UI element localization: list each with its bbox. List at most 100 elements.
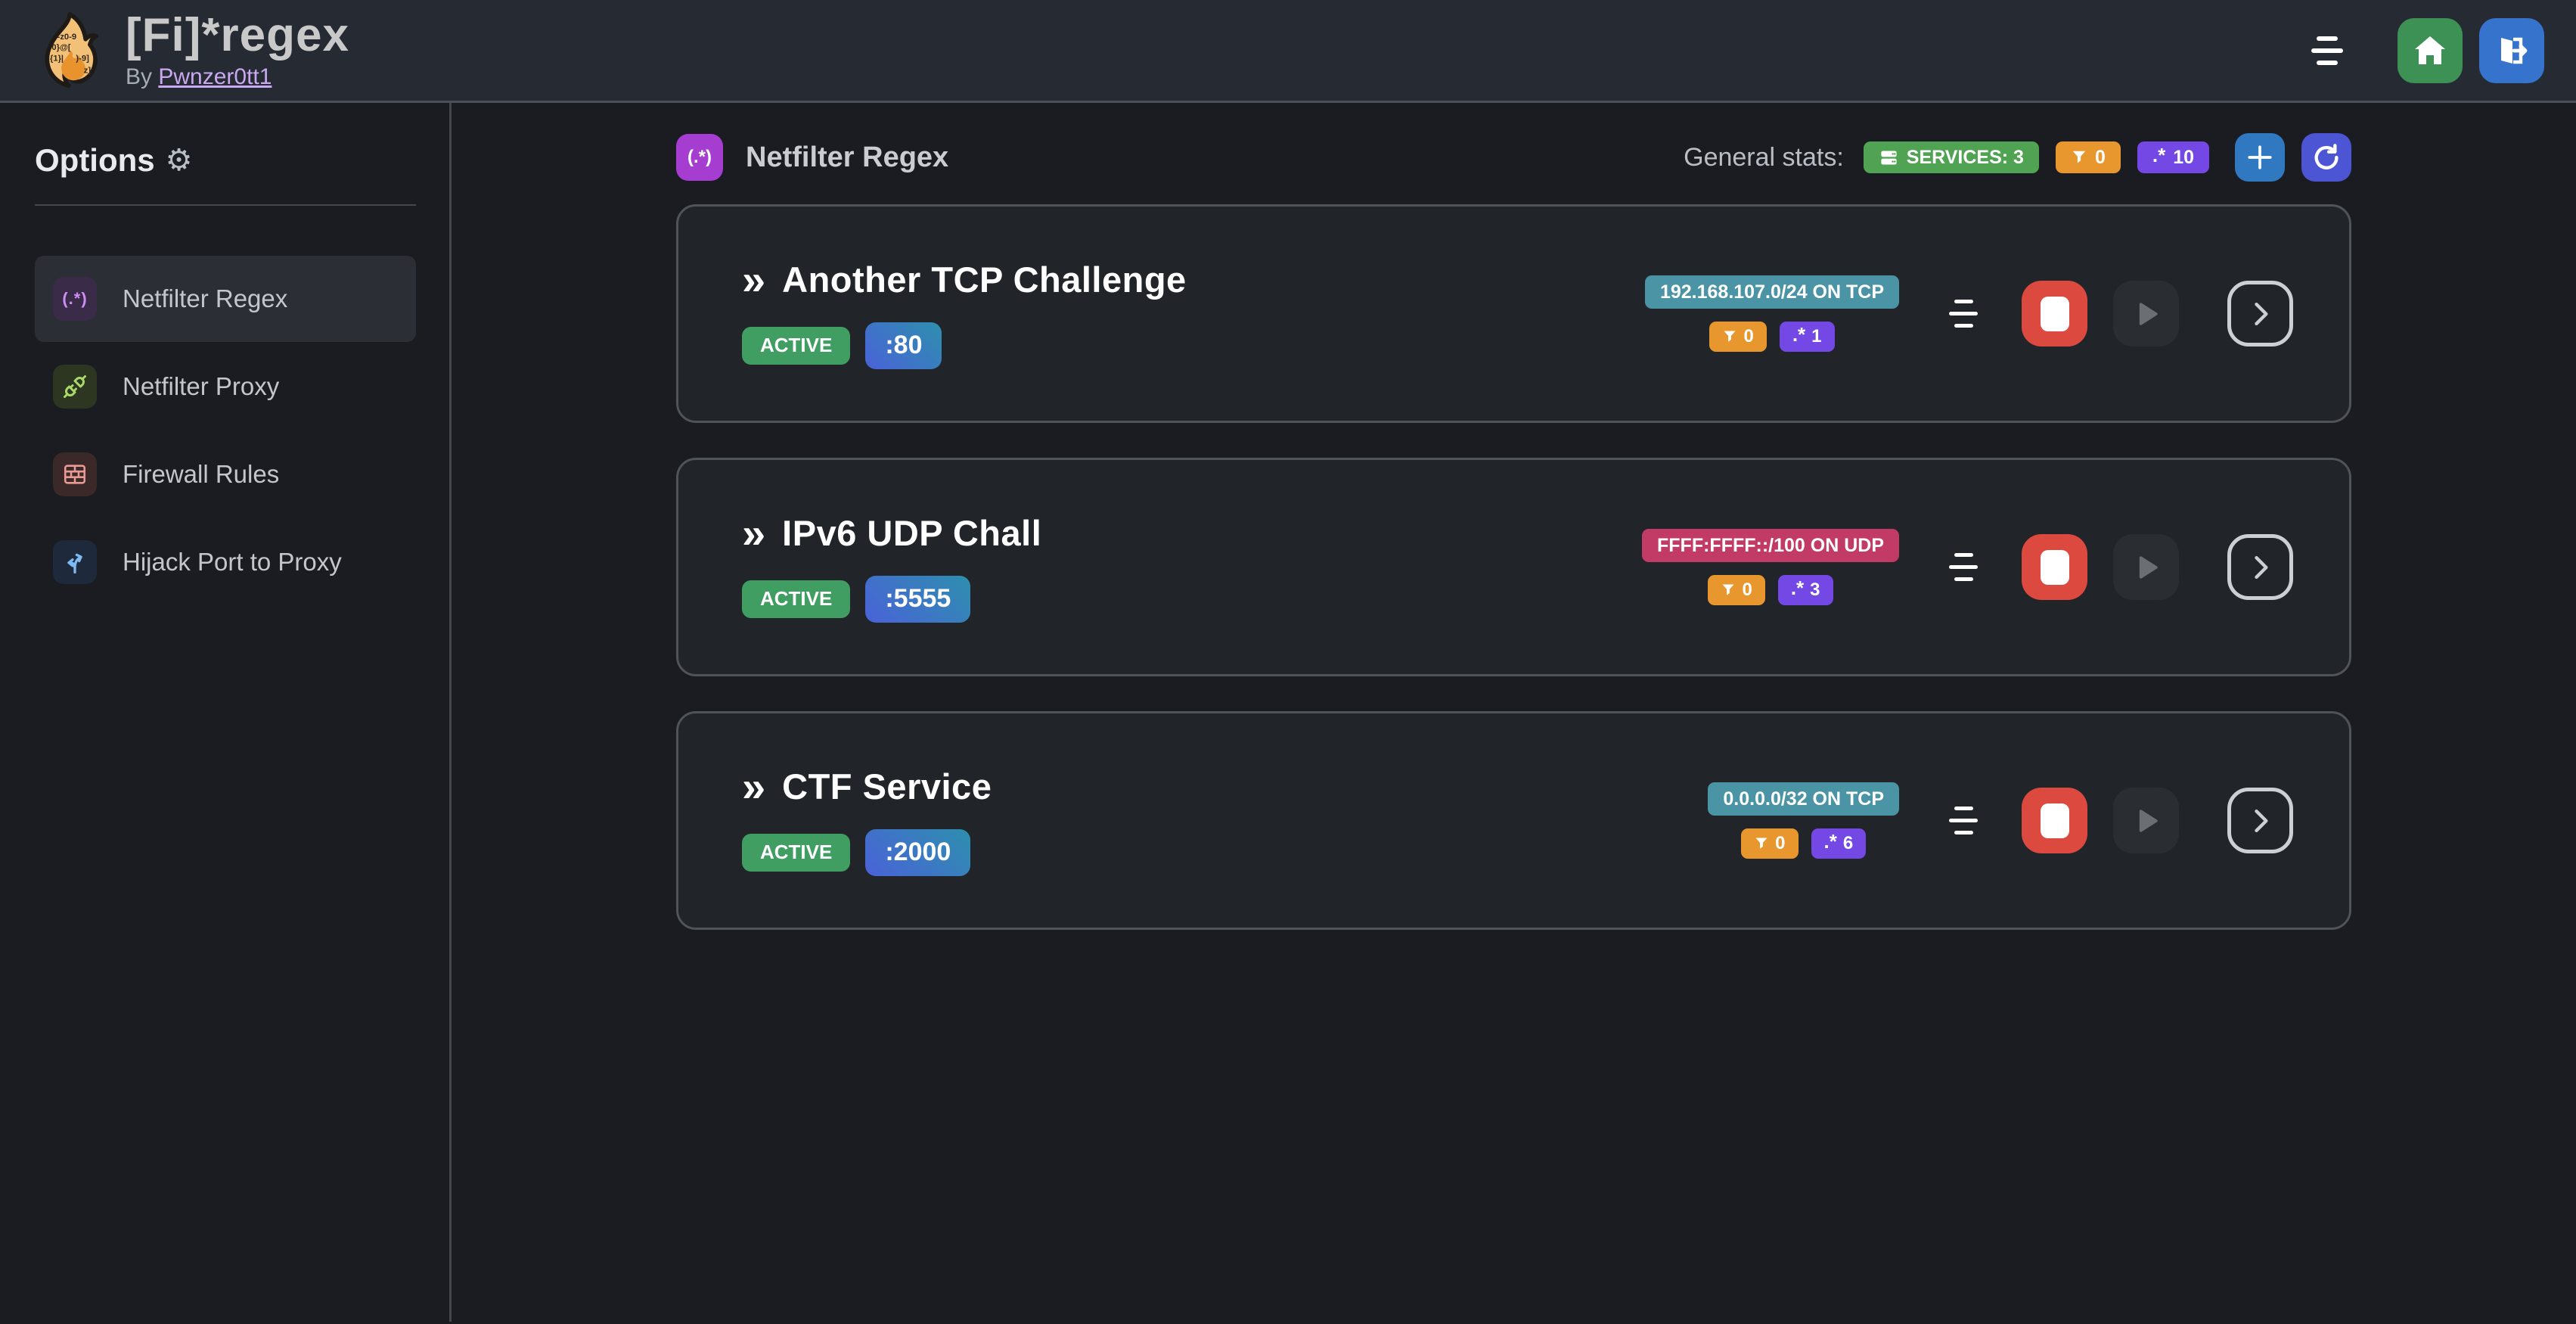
sidebar-item-label: Firewall Rules [123,460,280,488]
filter-icon [1722,584,1734,595]
regex-dotstar-icon: .* [2152,144,2166,167]
regex-total-badge: .* 10 [2137,141,2209,173]
play-icon [2139,555,2158,579]
plug-connected-icon [53,365,97,409]
byline-prefix: By [126,64,153,90]
svg-text:{1}|: {1}| [50,54,64,63]
status-badge: ACTIVE [742,326,851,365]
service-card: » IPv6 UDP Chall ACTIVE :5555 FFFF:FFFF:… [676,458,2351,676]
page-body: Options ⚙ (.*) Netfilter Regex Netfilter… [0,103,2576,1322]
app-title-block: [Fi]*regex By Pwnzer0tt1 [126,11,349,90]
regex-dotstar-icon: .* [1790,577,1805,600]
start-service-button[interactable] [2113,281,2179,347]
gear-icon: ⚙ [165,143,193,178]
service-name: CTF Service [782,766,992,807]
chevron-right-icon [2254,302,2268,325]
address-badge: FFFF:FFFF::/100 ON UDP [1642,529,1899,562]
refresh-button[interactable] [2301,133,2351,182]
open-service-button[interactable] [2227,534,2293,600]
filtered-badge: 0 [1741,828,1799,859]
sidebar-item-hijack-port[interactable]: Hijack Port to Proxy [35,519,416,605]
filter-icon [1755,838,1768,849]
stop-service-button[interactable] [2022,534,2087,600]
stop-icon [2040,549,2069,585]
service-card: » Another TCP Challenge ACTIVE :80 192.1… [676,204,2351,423]
regex-section-icon: (.*) [676,134,723,181]
server-icon [1881,151,1897,164]
regex-dotstar-icon: .* [1792,323,1806,347]
address-badge: 0.0.0.0/32 ON TCP [1708,782,1899,816]
stop-icon [2040,296,2069,331]
refresh-icon [2314,144,2339,169]
play-icon [2139,809,2158,832]
play-icon [2139,302,2158,325]
top-header-bar: -z0-9 0}@[ {1}| )-9] z] [Fi]*regex By Pw… [0,0,2576,103]
app-title: [Fi]*regex [126,8,349,61]
main-content: (.*) Netfilter Regex General stats: SERV… [452,103,2576,1322]
brick-wall-icon [53,452,97,496]
home-button[interactable] [2398,17,2463,83]
port-badge: :2000 [865,828,971,876]
sidebar-item-netfilter-proxy[interactable]: Netfilter Proxy [35,343,416,430]
byline: By Pwnzer0tt1 [126,64,349,90]
svg-text:0}@[: 0}@[ [51,43,70,52]
sidebar-item-label: Netfilter Regex [123,284,288,312]
service-name: IPv6 UDP Chall [782,513,1042,553]
menu-icon[interactable] [2311,36,2343,65]
port-badge: :80 [865,322,942,369]
svg-text:)-9]: )-9] [76,54,89,63]
home-icon [2415,36,2445,64]
filtered-total-badge: 0 [2055,141,2121,173]
chevrons-right-icon: » [742,508,765,557]
address-badge: 192.168.107.0/24 ON TCP [1644,275,1899,309]
sidebar-heading: Options ⚙ [35,142,416,179]
section-header: (.*) Netfilter Regex General stats: SERV… [676,133,2351,182]
svg-text:-z0-9: -z0-9 [57,32,76,41]
service-menu-icon[interactable] [1949,553,1978,581]
logout-icon [2501,37,2528,64]
author-link[interactable]: Pwnzer0tt1 [158,64,272,90]
section-title: Netfilter Regex [746,141,949,173]
port-badge: :5555 [865,575,971,623]
chevrons-right-icon: » [742,255,765,303]
regex-count-badge: .* 6 [1811,828,1867,859]
split-arrows-icon [53,540,97,584]
stop-service-button[interactable] [2022,788,2087,853]
general-stats-label: General stats: [1684,142,1844,172]
filter-icon [2072,151,2086,163]
regex-dotstar-icon: .* [1823,830,1837,853]
chevron-right-icon [2254,809,2268,832]
open-service-button[interactable] [2227,281,2293,347]
regex-count-badge: .* 1 [1779,322,1835,352]
filtered-badge: 0 [1708,575,1765,605]
service-menu-icon[interactable] [1949,807,1978,834]
service-menu-icon[interactable] [1949,300,1978,328]
svg-text:z]: z] [84,66,92,75]
chevron-right-icon [2254,555,2268,579]
start-service-button[interactable] [2113,534,2179,600]
sidebar: Options ⚙ (.*) Netfilter Regex Netfilter… [0,103,452,1322]
sidebar-divider [35,204,416,206]
sidebar-item-label: Hijack Port to Proxy [123,548,342,576]
status-badge: ACTIVE [742,833,851,872]
service-card: » CTF Service ACTIVE :2000 0.0.0.0/32 ON… [676,711,2351,930]
add-service-button[interactable] [2235,133,2285,182]
stop-service-button[interactable] [2022,281,2087,347]
regex-count-badge: .* 3 [1777,575,1833,605]
flame-logo: -z0-9 0}@[ {1}| )-9] z] [45,11,99,88]
sidebar-item-netfilter-regex[interactable]: (.*) Netfilter Regex [35,256,416,342]
filter-icon [1724,331,1736,342]
regex-icon: (.*) [53,277,97,321]
services-count-badge: SERVICES: 3 [1863,141,2039,173]
sidebar-item-label: Netfilter Proxy [123,372,280,400]
sidebar-heading-label: Options [35,142,155,178]
open-service-button[interactable] [2227,788,2293,853]
service-name: Another TCP Challenge [782,260,1187,300]
logout-button[interactable] [2479,17,2544,83]
stop-icon [2040,803,2069,838]
status-badge: ACTIVE [742,580,851,618]
service-card-list: » Another TCP Challenge ACTIVE :80 192.1… [676,204,2351,930]
plus-icon [2248,145,2272,169]
sidebar-item-firewall-rules[interactable]: Firewall Rules [35,431,416,517]
start-service-button[interactable] [2113,788,2179,853]
